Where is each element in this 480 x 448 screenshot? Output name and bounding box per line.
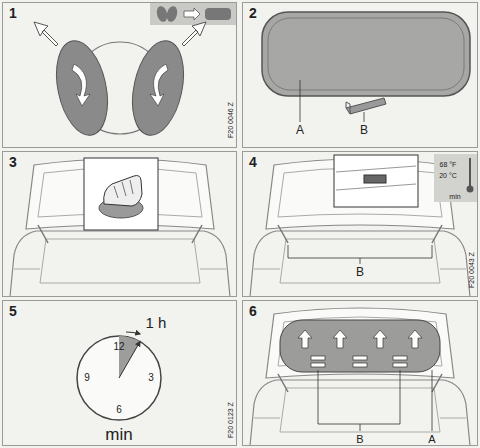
leader-line — [364, 112, 365, 122]
step-panel: 3 — [2, 151, 237, 297]
clock-number: 3 — [148, 373, 154, 383]
twist-arrow — [72, 64, 90, 106]
clip — [311, 363, 325, 367]
thermometer-bulb — [467, 186, 474, 193]
time-unit: min — [105, 426, 132, 443]
step-number: 4 — [243, 152, 263, 172]
clip — [393, 356, 407, 360]
step-number: 6 — [243, 301, 263, 321]
time-unit: min — [449, 193, 460, 200]
glass-edge — [336, 166, 416, 190]
pull-arrow — [182, 22, 206, 46]
push-arrow — [333, 330, 347, 348]
clip — [353, 363, 367, 367]
sunshade — [262, 12, 470, 96]
installed-sunshade — [280, 320, 440, 372]
figure-code: F20 0046 Z — [227, 102, 234, 138]
icon-strip — [150, 3, 236, 25]
figure-code: F20 0123 Z — [227, 402, 234, 438]
twist-arrow — [150, 64, 168, 106]
step-panel: 6 — [242, 300, 478, 446]
thermometer — [469, 158, 471, 186]
time-arrow — [126, 332, 140, 334]
part-letter: B — [356, 266, 364, 278]
figure-code: F20 0043 Z — [468, 252, 475, 288]
part-letter: A — [428, 434, 435, 445]
step-number: 3 — [3, 152, 23, 172]
folded-shade-icon — [165, 5, 179, 23]
leader-line — [432, 370, 433, 431]
retaining-clip — [346, 102, 350, 114]
part-letter: A — [296, 124, 304, 136]
car-rear — [10, 159, 230, 297]
car-rear — [250, 308, 470, 446]
push-arrow — [373, 330, 387, 348]
bracket-line — [318, 370, 400, 431]
clock-number: 9 — [84, 373, 90, 383]
unfolded-shade-icon — [205, 8, 231, 20]
clip — [393, 363, 407, 367]
clock-number: 12 — [113, 342, 124, 352]
step-number: 1 — [3, 3, 23, 23]
temperature-box — [434, 154, 477, 202]
duration: 1 h — [146, 315, 167, 330]
pull-arrow — [34, 22, 58, 46]
clock-face — [77, 336, 161, 420]
step-number: 5 — [3, 301, 23, 321]
retaining-clip — [364, 175, 386, 183]
part-letter: B — [356, 434, 363, 445]
hand — [104, 176, 142, 207]
step-panel: 1 — [2, 2, 237, 148]
sunshade-frame — [268, 18, 464, 90]
temperature: 20 °C — [439, 172, 457, 179]
detail-inset — [84, 158, 158, 230]
bracket-line — [288, 245, 432, 264]
step-number: 2 — [243, 3, 263, 23]
leader-line — [300, 80, 301, 122]
folded-shade-icon — [155, 5, 169, 23]
part-letter: B — [360, 124, 368, 136]
temperature: 68 °F — [440, 161, 457, 168]
folded-shade-half — [125, 36, 192, 140]
finger-lines — [114, 180, 133, 198]
push-arrow — [298, 330, 312, 348]
arrow-icon — [184, 8, 200, 20]
detail-inset — [334, 155, 418, 207]
clip — [353, 356, 367, 360]
push-arrow — [408, 330, 422, 348]
clip — [311, 356, 325, 360]
step-panel: 5 — [2, 300, 237, 446]
clock-number: 6 — [116, 405, 122, 415]
push-arrows — [298, 330, 422, 348]
folded-shade-half — [49, 36, 116, 140]
retaining-clip — [346, 98, 386, 114]
